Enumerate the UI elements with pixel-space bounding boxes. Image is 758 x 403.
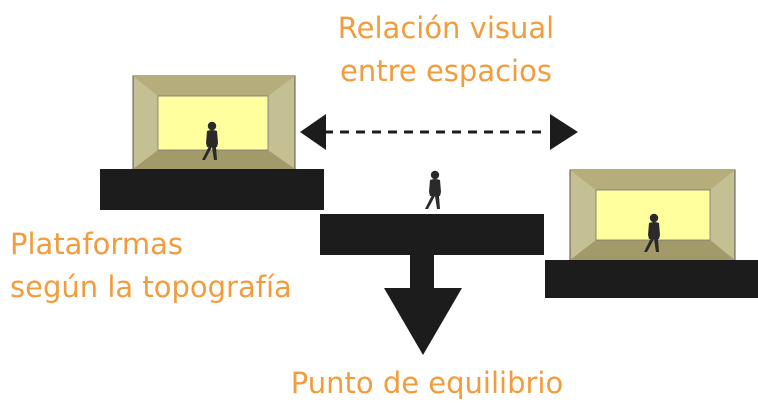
room-right-ceiling [570, 170, 735, 190]
platforms-label-line1: Plataformas [10, 227, 183, 261]
relation-label-line2: entre espacios [340, 54, 552, 88]
platforms-label-line2: según la topografía [10, 270, 292, 304]
arrow-right-head [550, 114, 578, 150]
platform-right [545, 260, 758, 298]
person-icon-middle [425, 170, 441, 209]
visual-relation-arrow [300, 114, 578, 150]
platform-left [100, 169, 324, 210]
balance-arrow-head [384, 288, 462, 355]
balance-label: Punto de equilibrio [291, 366, 563, 400]
room-left [132, 75, 296, 170]
arrow-left-head [300, 114, 326, 150]
room-left-ceiling [133, 76, 295, 96]
platform-middle [320, 214, 544, 255]
balance-arrow-shaft [410, 255, 434, 288]
relation-label-line1: Relación visual [338, 11, 554, 45]
room-right [569, 169, 736, 261]
room-right-floor [570, 240, 735, 260]
